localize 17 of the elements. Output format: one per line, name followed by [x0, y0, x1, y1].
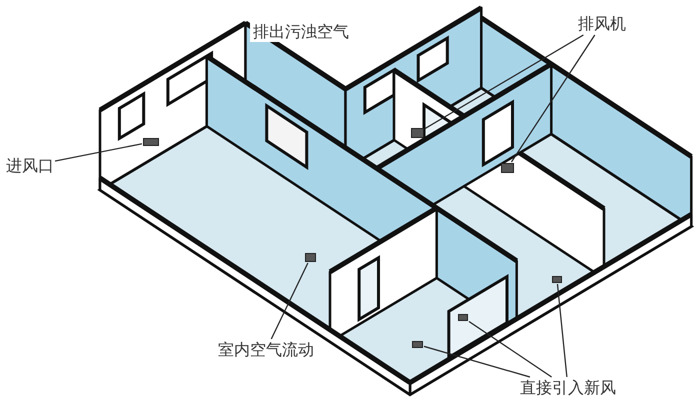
air-inlet-vent: [143, 138, 159, 146]
vent: [552, 276, 562, 283]
leader-line: [556, 284, 568, 378]
leader-line: [424, 346, 530, 378]
exhaust-fan: [501, 163, 514, 173]
leader-line: [424, 34, 584, 130]
leader-line: [270, 262, 308, 340]
exhaust-fan: [411, 128, 424, 138]
callout-text: 室内空气流动: [218, 340, 314, 360]
leader-line: [54, 143, 142, 162]
leader-line: [510, 34, 596, 162]
callout-text: 排风机: [578, 14, 626, 34]
vent: [305, 253, 316, 262]
vent: [458, 314, 468, 321]
vent: [412, 341, 423, 348]
callout-text: 进风口: [6, 156, 54, 176]
callout-text: 直接引入新风: [520, 378, 616, 398]
